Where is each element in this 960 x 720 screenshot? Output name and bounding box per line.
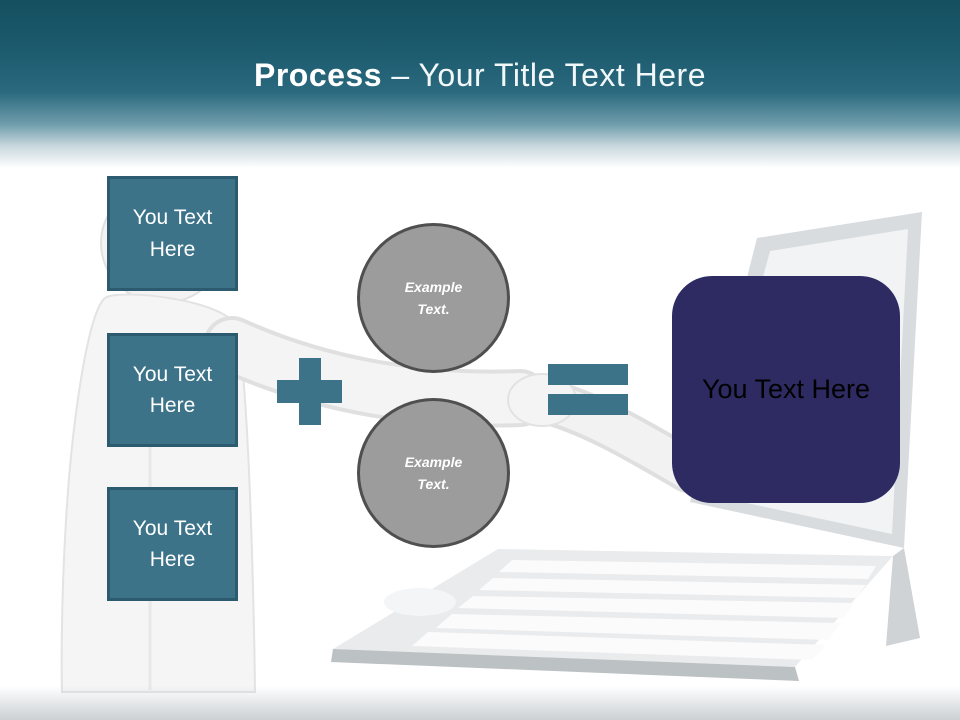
bottom-gradient [0, 686, 960, 720]
plus-icon [277, 358, 342, 425]
step-box-1-label: You Text Here [132, 206, 213, 261]
result-box[interactable]: You Text Here [672, 276, 900, 503]
example-circle-2-label: Example Text. [404, 453, 463, 492]
page-title-bold: Process [253, 57, 383, 93]
plus-vertical-bar [299, 358, 321, 425]
step-box-3-label: You Text Here [132, 516, 213, 572]
equals-icon [548, 364, 628, 415]
step-box-2[interactable]: You Text Here [107, 333, 238, 447]
step-box-3[interactable]: You Text Here [107, 487, 238, 601]
header-band: Process – Your Title Text Here [0, 0, 960, 168]
result-box-label: You Text Here [701, 374, 871, 404]
example-circle-1[interactable]: Example Text. [357, 223, 510, 373]
equals-top-bar [548, 364, 628, 385]
step-box-1[interactable]: You Text Here [107, 176, 238, 291]
equals-bottom-bar [548, 394, 628, 415]
example-circle-1-label: Example Text. [404, 278, 463, 317]
example-circle-2[interactable]: Example Text. [357, 398, 510, 548]
page-title[interactable]: Process – Your Title Text Here [0, 57, 960, 94]
page-title-rest: – Your Title Text Here [391, 57, 706, 93]
step-box-2-label: You Text Here [132, 362, 213, 418]
